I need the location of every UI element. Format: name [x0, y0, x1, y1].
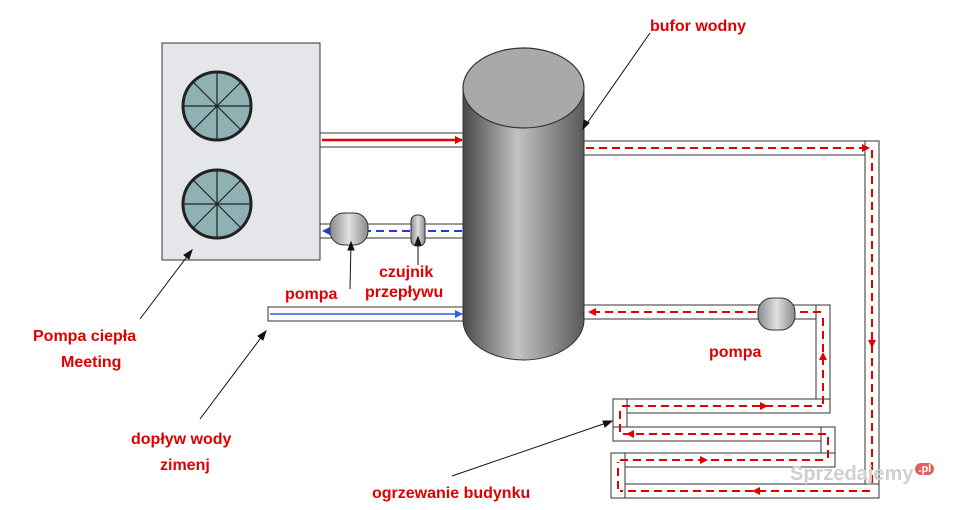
buffer-tank: [462, 47, 585, 361]
pipe-heating-return: [581, 304, 836, 499]
flow-sensor-label-line2: przepływu: [365, 284, 444, 301]
fan-icon-bottom: [181, 168, 253, 240]
pipe-heatpump-to-buffer: [319, 132, 467, 148]
leader-lines: [139, 32, 651, 477]
heating-flow-arrowheads: [588, 144, 876, 495]
pump-lower-icon: [757, 297, 796, 331]
pump-lower-label: pompa: [709, 344, 762, 361]
fan-icon-top: [181, 70, 253, 142]
heat-pump-label-line2: Meeting: [61, 354, 122, 371]
pipe-cold-water-inlet: [267, 306, 467, 322]
watermark-logo: Sprzedajemy.pl: [790, 463, 935, 486]
water-inlet-label-line1: dopływ wody: [131, 431, 232, 448]
building-heating-label: ogrzewanie budynku: [372, 485, 531, 502]
heating-flow-arrows: [586, 147, 873, 492]
heat-pump-unit: [161, 42, 321, 261]
pump-upper-icon: [329, 212, 369, 246]
flow-sensor-label-line1: czujnik: [379, 264, 434, 281]
buffer-label: bufor wodny: [650, 18, 746, 35]
heat-pump-label-line1: Pompa ciepła: [33, 328, 137, 345]
water-inlet-label-line2: zimenj: [160, 457, 210, 474]
pump-upper-label: pompa: [285, 286, 338, 303]
watermark-text: Sprzedajemy: [790, 463, 914, 485]
watermark-suffix: .pl: [915, 463, 935, 475]
